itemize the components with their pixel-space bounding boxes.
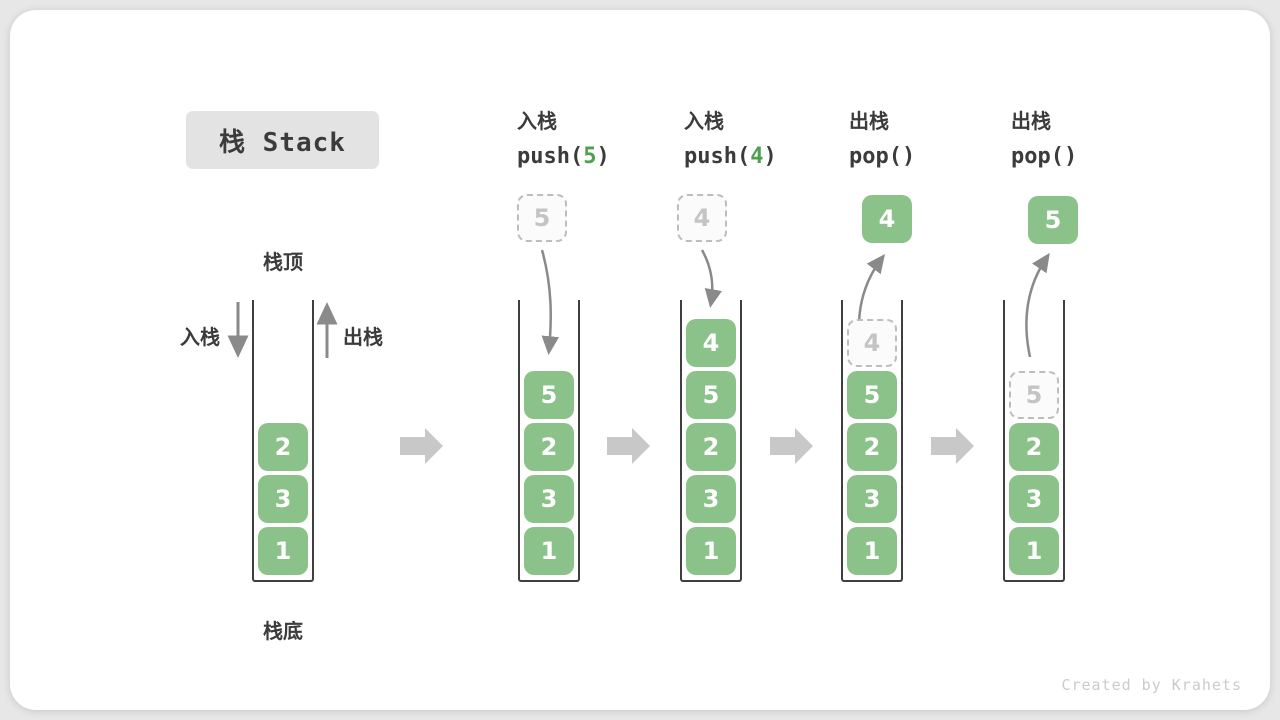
op-code-suf: ) (1063, 144, 1078, 169)
stack-cell: 2 (524, 423, 574, 471)
stack-cell: 1 (1009, 527, 1059, 575)
credit-text: Created by Krahets (1061, 676, 1242, 694)
op-code-suf: ) (901, 144, 916, 169)
stack-cell: 1 (524, 527, 574, 575)
label-push-side: 入栈 (180, 325, 220, 349)
popped-value-box: 4 (862, 195, 912, 243)
stack-cell: 5 (686, 371, 736, 419)
stack-well-after-push-4: 4 5 2 3 1 (680, 300, 742, 582)
label-stack-bottom: 栈底 (263, 619, 303, 643)
op-code-suf: ) (763, 144, 777, 169)
op-code-pre: push( (517, 144, 584, 169)
stack-cell: 2 (686, 423, 736, 471)
stack-cell: 2 (1009, 423, 1059, 471)
op-header-pop-2: 出栈 pop() (1011, 108, 1077, 170)
op-code-arg: 5 (583, 144, 597, 169)
op-label: 出栈 (1011, 109, 1051, 133)
op-header-push-4: 入栈 push(4) (684, 108, 777, 170)
op-code: pop() (849, 144, 915, 170)
stack-cell: 5 (847, 371, 897, 419)
incoming-value-box: 4 (677, 194, 727, 242)
stack-well-after-push-5: 5 2 3 1 (518, 300, 580, 582)
op-code-pre: push( (684, 144, 751, 169)
label-pop-side: 出栈 (343, 325, 383, 349)
stack-cell: 4 (686, 319, 736, 367)
op-label: 入栈 (517, 109, 557, 133)
op-header-push-5: 入栈 push(5) (517, 108, 610, 170)
incoming-value-box: 5 (517, 194, 567, 242)
stack-cell: 3 (524, 475, 574, 523)
ghost-cell: 5 (1009, 371, 1059, 419)
ghost-cell: 4 (847, 319, 897, 367)
stack-cell: 3 (686, 475, 736, 523)
stack-cell: 1 (847, 527, 897, 575)
stack-cell: 5 (524, 371, 574, 419)
op-label: 出栈 (849, 109, 889, 133)
op-code-suf: ) (596, 144, 610, 169)
label-stack-top: 栈顶 (263, 250, 303, 274)
stack-cell: 3 (847, 475, 897, 523)
op-header-pop-1: 出栈 pop() (849, 108, 915, 170)
block-arrow-icon (931, 428, 974, 464)
stack-cell: 3 (1009, 475, 1059, 523)
op-code-arg: 4 (750, 144, 764, 169)
op-code: push(5) (517, 144, 610, 170)
stack-well-initial: 2 3 1 (252, 300, 314, 582)
op-code-pre: pop( (1011, 144, 1064, 169)
op-code: push(4) (684, 144, 777, 170)
stack-cell: 1 (686, 527, 736, 575)
op-code: pop() (1011, 144, 1077, 170)
popped-value-box: 5 (1028, 196, 1078, 244)
stack-cell: 3 (258, 475, 308, 523)
stack-well-after-pop-4: 4 5 2 3 1 (841, 300, 903, 582)
stack-well-after-pop-5: 5 2 3 1 (1003, 300, 1065, 582)
op-code-pre: pop( (849, 144, 902, 169)
stack-cell: 1 (258, 527, 308, 575)
block-arrow-icon (770, 428, 813, 464)
stack-cell: 2 (847, 423, 897, 471)
title-badge: 栈 Stack (186, 111, 379, 169)
push-4-arrow-icon (700, 249, 723, 308)
op-label: 入栈 (684, 109, 724, 133)
block-arrow-icon (607, 428, 650, 464)
block-arrow-icon (400, 428, 443, 464)
stack-cell: 2 (258, 423, 308, 471)
